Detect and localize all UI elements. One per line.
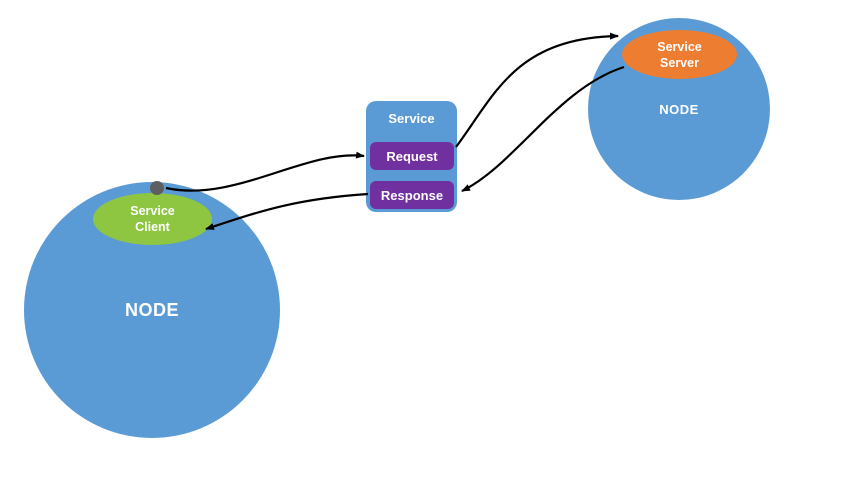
service-box: Service Request Response (366, 101, 457, 212)
service-client-ellipse: Service Client (93, 193, 212, 245)
service-client-label-line1: Service (130, 204, 175, 218)
response-label: Response (380, 187, 444, 203)
response-box: Response (370, 181, 454, 209)
request-box: Request (370, 142, 454, 170)
service-server-label-line1: Service (657, 39, 702, 54)
right-node-label: NODE (659, 101, 699, 117)
service-server-label-line2: Server (660, 55, 699, 70)
service-client-label-line2: Client (135, 220, 170, 234)
client-to-request-arrow (165, 151, 365, 192)
service-server-ellipse: Service Server (622, 30, 737, 79)
request-label: Request (386, 148, 438, 164)
service-box-title: Service (388, 111, 435, 126)
left-node-label: NODE (124, 299, 179, 320)
